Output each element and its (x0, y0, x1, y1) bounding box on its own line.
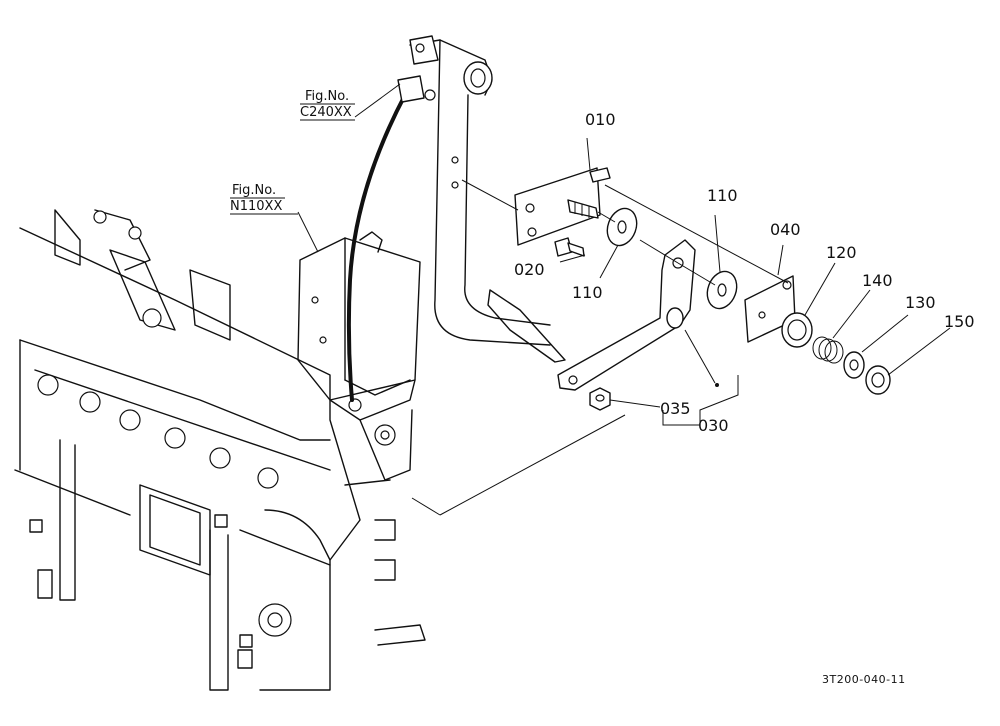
part-label-150[interactable]: 150 (944, 312, 975, 331)
plate-010 (514, 167, 611, 246)
part-label-035[interactable]: 035 (660, 399, 691, 418)
part-label-110-b[interactable]: 110 (707, 186, 738, 205)
part-label-040[interactable]: 040 (770, 220, 801, 239)
fig-ref-n110xx[interactable]: Fig.No. N110XX (230, 183, 298, 215)
pedal-arm (397, 35, 566, 363)
part-label-140[interactable]: 140 (862, 271, 893, 290)
fig-ref-n110xx-line1: Fig.No. (232, 183, 276, 198)
chassis-frame (14, 209, 426, 691)
part-label-130[interactable]: 130 (905, 293, 936, 312)
arm-030 (557, 239, 696, 391)
part-label-030[interactable]: 030 (698, 416, 729, 435)
pedal-bracket (297, 231, 421, 481)
assembly-lines (297, 83, 951, 516)
washer-130 (843, 351, 865, 379)
fig-ref-c240xx-line2: C240XX (300, 105, 352, 120)
fig-ref-c240xx[interactable]: Fig.No. C240XX (300, 89, 355, 121)
control-cable (346, 93, 407, 402)
fig-ref-n110xx-line2: N110XX (230, 199, 282, 214)
fig-ref-c240xx-line1: Fig.No. (305, 89, 349, 104)
washer-110-a (606, 207, 638, 247)
part-label-120[interactable]: 120 (826, 243, 857, 262)
part-label-020[interactable]: 020 (514, 260, 545, 279)
part-label-110-a[interactable]: 110 (572, 283, 603, 302)
nut-150 (865, 365, 891, 395)
bolt-020 (554, 237, 585, 257)
collar-120 (781, 312, 813, 348)
drawing-code: 3T200-040-11 (822, 673, 906, 686)
washer-110-b (706, 270, 738, 310)
nut-035 (589, 387, 611, 411)
part-label-010[interactable]: 010 (585, 110, 616, 129)
spring-140 (812, 336, 844, 364)
